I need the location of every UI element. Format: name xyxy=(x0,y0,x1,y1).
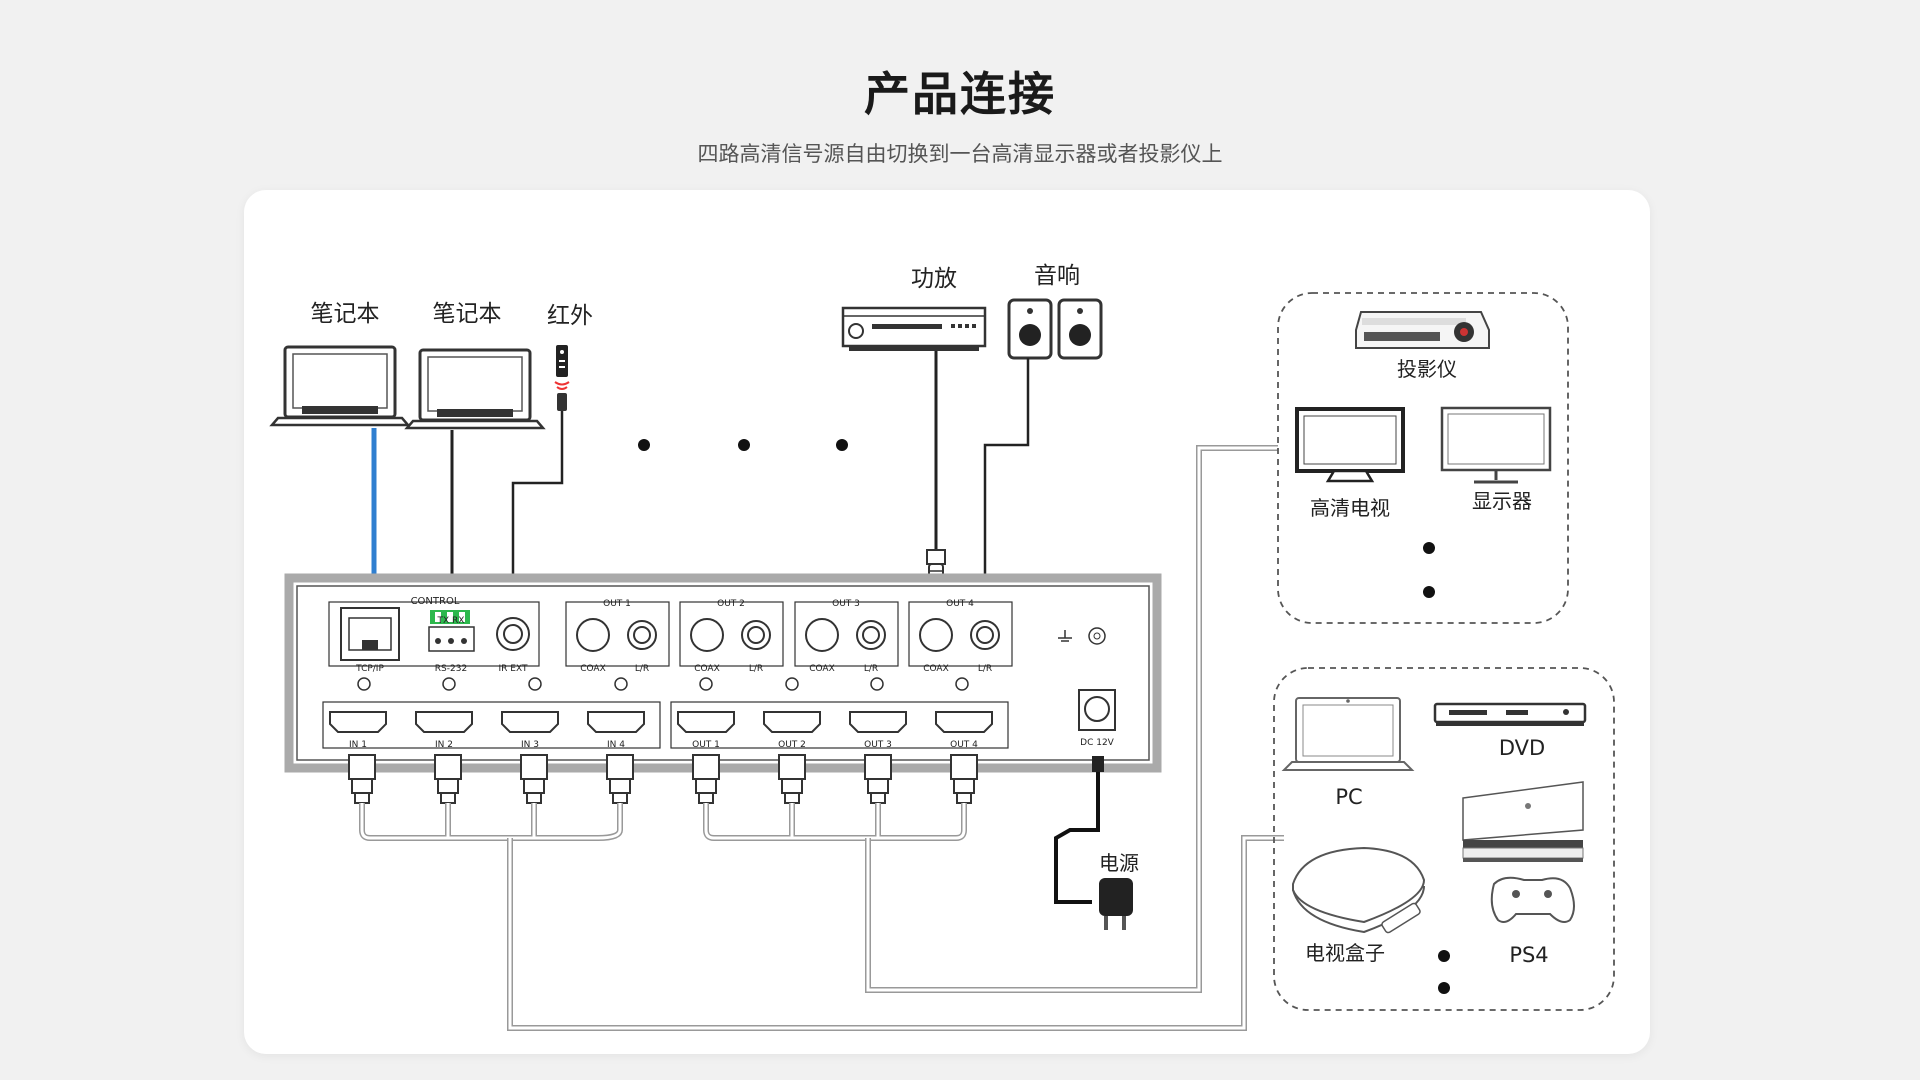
hdmi-ports xyxy=(329,711,993,733)
laptop-1-label: 笔记本 xyxy=(311,301,380,327)
out3-label: OUT 3 xyxy=(832,599,860,609)
connection-diagram: 笔记本 笔记本 红外 功放 xyxy=(269,263,1615,1031)
hdmi-in4-label: IN 4 xyxy=(607,740,625,750)
hdmi-output-cables xyxy=(703,803,967,841)
dc-power-jack-icon xyxy=(1078,689,1116,731)
coax1-label: COAX xyxy=(580,664,606,674)
speaker-cable xyxy=(983,358,1030,593)
hdtv-label: 高清电视 xyxy=(1310,496,1390,520)
page-title: 产品连接 xyxy=(864,67,1056,121)
laptop-2-label: 笔记本 xyxy=(433,301,502,327)
coax4-label: COAX xyxy=(923,664,949,674)
lr2-label: L/R xyxy=(749,664,763,674)
tv-box-icon xyxy=(1292,846,1426,934)
hdmi-in3-label: IN 3 xyxy=(521,740,539,750)
tv-box-label: 电视盒子 xyxy=(1305,941,1385,965)
ir-cable xyxy=(511,411,564,593)
out2-label: OUT 2 xyxy=(717,599,745,609)
panel-screws xyxy=(357,677,969,691)
irext-label: IR EXT xyxy=(499,664,528,674)
out1-label: OUT 1 xyxy=(603,599,631,609)
control-label: CONTROL xyxy=(411,596,460,607)
ground-icon xyxy=(1058,627,1106,645)
ps4-icon xyxy=(1462,781,1584,862)
dvd-icon xyxy=(1433,702,1587,726)
source-group-box xyxy=(1273,667,1615,1011)
out4-label: OUT 4 xyxy=(946,599,974,609)
tcpip-label: TCP/IP xyxy=(355,664,384,674)
txrx-label: TX RX xyxy=(437,616,465,626)
monitor-label: 显示器 xyxy=(1472,489,1532,513)
hdmi-input-cables xyxy=(359,803,623,841)
ps4-label: PS4 xyxy=(1509,943,1548,967)
gamepad-icon xyxy=(1490,876,1575,923)
hdmi-input-cables-inner xyxy=(360,803,622,840)
lr3-label: L/R xyxy=(864,664,878,674)
laptop-2 xyxy=(404,348,546,430)
monitor-icon xyxy=(1440,406,1552,484)
hdmi-out1-label: OUT 1 xyxy=(692,740,720,750)
more-devices-dots xyxy=(638,439,848,451)
ir-receiver-icon xyxy=(554,345,570,411)
matrix-switcher-panel xyxy=(284,573,1162,773)
lr1-label: L/R xyxy=(635,664,649,674)
laptop-1 xyxy=(269,345,411,427)
hdmi-output-cables-inner xyxy=(704,803,966,840)
dvd-label: DVD xyxy=(1499,736,1545,760)
amplifier-icon xyxy=(841,306,987,351)
dc-label: DC 12V xyxy=(1080,738,1115,748)
hdmi-in1-label: IN 1 xyxy=(349,740,367,750)
routing-lines-inner xyxy=(508,446,1284,1030)
page-subtitle: 四路高清信号源自由切换到一台高清显示器或者投影仪上 xyxy=(697,142,1223,166)
power-adapter-icon xyxy=(1054,756,1133,930)
display-group-box xyxy=(1277,292,1569,624)
speaker-label: 音响 xyxy=(1034,263,1080,289)
projector-label: 投影仪 xyxy=(1397,357,1457,381)
hdmi-out3-label: OUT 3 xyxy=(864,740,892,750)
pc-icon xyxy=(1281,697,1415,771)
lr4-label: L/R xyxy=(978,664,992,674)
display-more-dots xyxy=(1423,542,1435,598)
hdtv-icon xyxy=(1295,407,1405,483)
power-label: 电源 xyxy=(1099,851,1139,875)
hdmi-in2-label: IN 2 xyxy=(435,740,453,750)
amplifier-label: 功放 xyxy=(911,266,957,292)
coax3-label: COAX xyxy=(809,664,835,674)
rs232-label: RS-232 xyxy=(435,664,467,674)
coax2-label: COAX xyxy=(694,664,720,674)
projector-icon xyxy=(1355,311,1490,349)
source-more-dots xyxy=(1438,950,1450,994)
speaker-icon xyxy=(1007,298,1103,360)
hdmi-out4-label: OUT 4 xyxy=(950,740,978,750)
pc-label: PC xyxy=(1335,785,1362,809)
hdmi-out2-label: OUT 2 xyxy=(778,740,806,750)
ir-label: 红外 xyxy=(547,303,593,329)
